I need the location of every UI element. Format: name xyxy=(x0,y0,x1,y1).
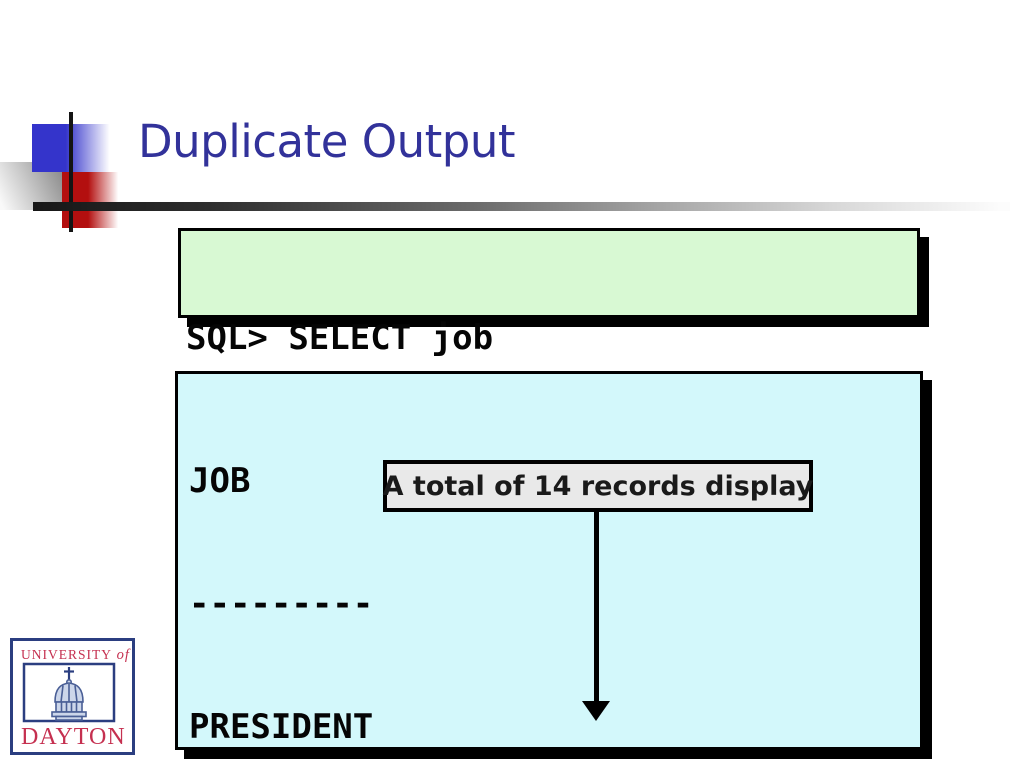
output-row: PRESIDENT xyxy=(189,707,374,747)
corner-vertical-line xyxy=(69,112,73,232)
callout-arrow-line xyxy=(594,512,599,705)
logo-dayton-text: DAYTON xyxy=(21,724,126,750)
page-title: Duplicate Output xyxy=(138,115,516,168)
down-arrow-icon xyxy=(582,701,610,721)
chapel-dome-icon xyxy=(51,667,87,721)
callout-text: A total of 14 records display xyxy=(382,470,814,502)
logo-university-text: UNIVERSITY of xyxy=(21,647,131,663)
output-row: --------- xyxy=(189,584,374,624)
sql-statement-box xyxy=(178,228,920,318)
logo-of-text: of xyxy=(112,647,131,663)
query-output-text: JOB --------- PRESIDENT MANAGER MANAGER … xyxy=(189,379,373,768)
title-rule-gradient xyxy=(33,202,1010,211)
sql-line: SQL> SELECT job xyxy=(186,318,494,358)
query-output-box xyxy=(175,371,923,750)
logo-graphic: UNIVERSITY of DAYTON xyxy=(10,638,135,755)
university-of-dayton-logo: UNIVERSITY of DAYTON xyxy=(10,638,135,755)
output-row: JOB xyxy=(189,461,251,501)
records-count-callout: A total of 14 records display xyxy=(383,460,813,512)
